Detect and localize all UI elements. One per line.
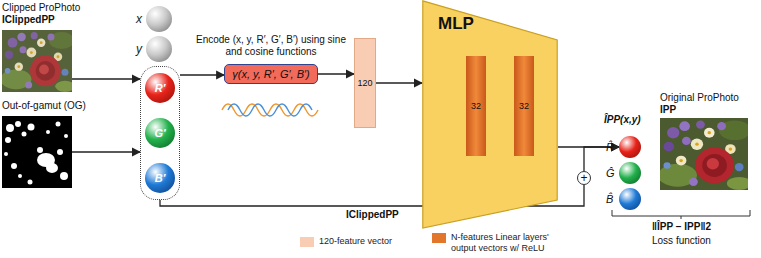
legend-swatch [432, 233, 446, 243]
feature-count: 120 [357, 78, 372, 88]
connector [376, 82, 422, 83]
legend-entry: N-features Linear layers' output vectors… [432, 232, 573, 254]
mask-image: Out-of-gamut (OG) [2, 100, 86, 112]
coordinate-sphere: x [136, 6, 172, 32]
color-sphere: R′ [145, 73, 175, 103]
loss-formula: ‖ÎPP − IPP‖2 [652, 221, 711, 232]
sine-cosine-waves [222, 104, 318, 116]
legend-entry: 120-feature vector [300, 236, 392, 247]
encode-box: γ(x, y, R′, G′, B′) [224, 64, 317, 84]
linear-layer-bar: 32 [466, 56, 486, 156]
layer-width: 32 [471, 101, 481, 111]
connector [72, 151, 140, 152]
color-sphere: B′ [145, 163, 175, 193]
sphere [619, 188, 641, 210]
sphere [619, 162, 641, 184]
connector [72, 78, 140, 79]
output-sphere: R̂ [606, 136, 641, 158]
channel-name: G′ [154, 127, 165, 139]
loss-bracket [612, 210, 750, 219]
edge-label: IClippedPP [344, 209, 401, 220]
trapezoid-shape [423, 1, 557, 228]
image-title: Out-of-gamut (OG) [2, 100, 86, 112]
clipped-photo [1, 30, 75, 92]
output-symbol: ÎPP(x,y) [604, 114, 641, 125]
image-symbol: IPP [660, 104, 739, 116]
trapezoid-outline [422, 0, 558, 232]
sphere [619, 136, 641, 158]
legend-text: N-features Linear layers' output vectors… [451, 232, 573, 254]
dotted-group: R′ G′ B′ [140, 66, 180, 200]
target-image: Original ProPhotoIPP [660, 92, 739, 116]
linear-layer-bar: 32 [514, 56, 534, 156]
coordinate-name: y [136, 42, 142, 56]
plus-sign: + [580, 172, 587, 184]
sphere [146, 6, 172, 32]
encoding-box: Encode (x, y, R′, G′, B′) using sine and… [196, 34, 346, 84]
channel-name: B̂ [606, 193, 614, 205]
sum-circle: + [577, 171, 591, 185]
original-photo [658, 118, 751, 190]
output-sphere: Ĝ [606, 162, 641, 184]
color-sphere: G′ [145, 118, 175, 148]
channel-name: R′ [155, 82, 166, 94]
loss-caption: Loss function [652, 235, 711, 246]
encode-heading: Encode (x, y, R′, G′, B′) using sine and… [196, 34, 346, 58]
input-image: Clipped ProPhotoIClippedPP [2, 2, 80, 26]
coordinate-sphere: y [136, 36, 172, 62]
image-frame [660, 118, 748, 190]
sphere [146, 36, 172, 62]
image-title: Original ProPhoto [660, 92, 739, 104]
image-frame [2, 116, 72, 188]
feature-vector-bar: 120 [354, 38, 376, 128]
channel-name: R̂ [606, 141, 614, 153]
image-symbol: IClippedPP [2, 14, 80, 26]
coordinate-name: x [136, 12, 142, 26]
layer-width: 32 [519, 101, 529, 111]
channel-name: B′ [155, 172, 166, 184]
image-frame [2, 30, 72, 92]
connector [180, 74, 224, 75]
legend-swatch [300, 237, 314, 247]
mlp-trapezoid: MLP 32 32 [422, 0, 558, 232]
output-sphere: B̂ [606, 188, 641, 210]
channel-name: Ĝ [606, 167, 614, 179]
legend-text: 120-feature vector [319, 236, 392, 247]
encode-formula: γ(x, y, R′, G′, B′) [232, 68, 309, 80]
out-of-gamut-mask [2, 116, 72, 188]
image-title: Clipped ProPhoto [2, 2, 80, 14]
mlp-title: MLP [438, 14, 474, 34]
connector [318, 73, 354, 74]
